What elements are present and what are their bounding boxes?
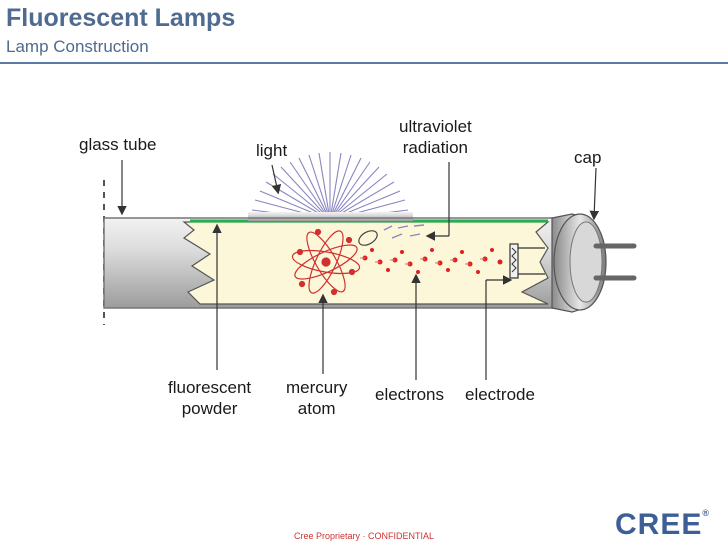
light-leader: [271, 164, 282, 195]
tube-cutaway: [182, 221, 550, 305]
slide-title: Fluorescent Lamps: [6, 4, 236, 32]
label-fluorescent-line1: fluorescent: [168, 378, 252, 397]
label-fluorescent-line2: powder: [181, 399, 238, 418]
label-cap: cap: [574, 148, 602, 167]
light-rays: [251, 152, 409, 221]
label-mercury-line2: atom: [297, 399, 336, 418]
mercury-atom: [291, 228, 361, 296]
uv-photon: [358, 230, 378, 246]
label-ultraviolet-line1: ultraviolet: [399, 117, 472, 136]
electron-trails: [360, 257, 485, 265]
end-cap: [551, 213, 637, 313]
confidential-footer: Cree Proprietary · CONFIDENTIAL: [293, 531, 435, 541]
label-glass-tube: glass tube: [79, 135, 157, 154]
label-ultraviolet: ultraviolet radiation: [399, 116, 472, 158]
label-light: light: [256, 141, 288, 160]
slide-subtitle: Lamp Construction: [6, 37, 149, 56]
cap-leader: [589, 167, 600, 221]
label-electrode: electrode: [465, 385, 535, 404]
ray-mask: [248, 212, 413, 221]
uv-dashes: [383, 224, 425, 239]
label-electrons: electrons: [375, 385, 444, 404]
registered-mark: ®: [702, 508, 710, 518]
cree-logo: CREE®: [615, 508, 710, 542]
label-fluorescent-powder: fluorescent powder: [168, 377, 251, 419]
cree-logo-text: CREE: [615, 508, 703, 541]
label-ultraviolet-line2: radiation: [402, 138, 468, 157]
label-mercury-line1: mercury: [286, 378, 348, 397]
title-rule: [0, 62, 728, 64]
electrode: [509, 243, 545, 279]
label-mercury-atom: mercury atom: [286, 377, 347, 419]
